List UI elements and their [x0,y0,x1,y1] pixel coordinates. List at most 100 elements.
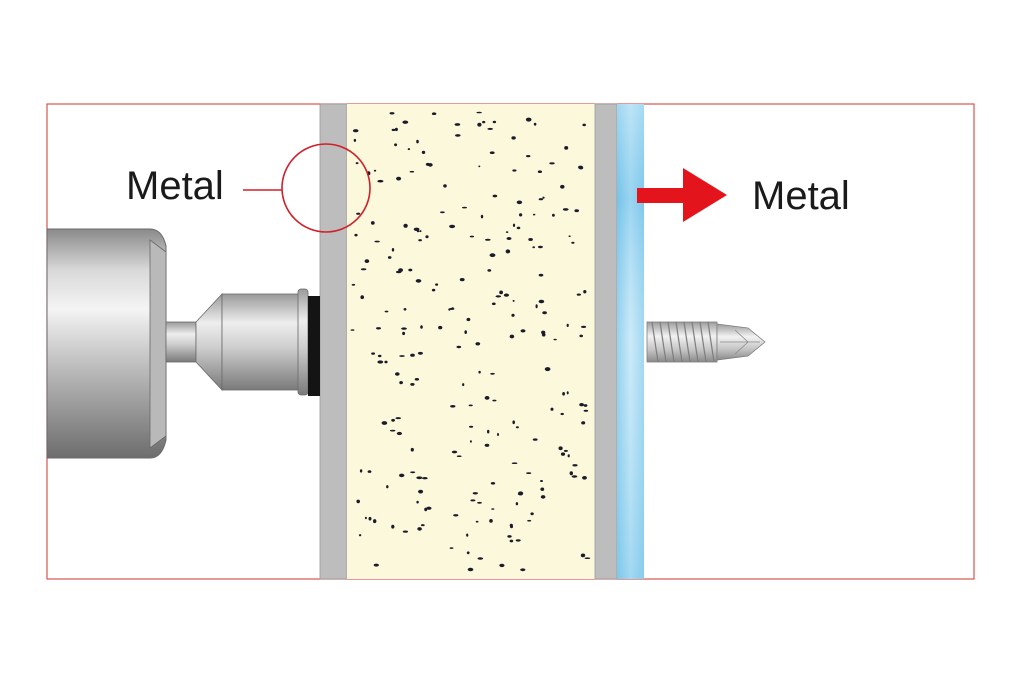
speckle [419,230,422,233]
insulation-speckles [350,111,591,572]
speckle [417,527,422,531]
speckle [511,313,515,317]
speckle [560,184,565,189]
speckle [395,372,400,376]
speckle [450,405,456,408]
speckle [505,249,511,254]
speckle [511,136,516,140]
speckle [418,239,422,242]
speckle [410,383,415,386]
speckle [391,128,396,132]
speckle [562,392,565,396]
speckle [535,304,538,309]
right-material-label: Metal [752,174,850,218]
self-drilling-screw-icon [646,321,766,363]
speckle [515,426,519,429]
speckle [512,420,515,425]
speckle [453,514,459,517]
speckle [505,231,509,234]
speckle [408,268,413,272]
speckle [511,462,518,465]
speckle [477,122,482,127]
screw-thread [683,321,691,363]
speckle [435,283,439,286]
speckle [469,235,475,238]
speckle [477,501,482,504]
speckle [416,476,423,480]
speckle [583,290,587,294]
speckle [373,563,379,567]
speckle [475,520,479,523]
speckle [569,471,573,476]
speckle [526,155,531,158]
speckle [537,170,543,173]
speckle [420,524,425,527]
speckle [420,325,423,329]
speckle [469,425,474,428]
speckle [431,112,437,115]
speckle [377,354,382,358]
speckle [364,516,367,520]
speckle [582,476,587,480]
speckle [449,224,456,229]
speckle [449,547,454,549]
speckle [359,469,363,473]
left-material-label: Metal [126,164,224,208]
speckle [541,332,546,337]
glass-layer-sheen [617,104,644,579]
speckle [567,454,570,458]
speckle [403,223,408,228]
speckle [527,519,532,522]
speckle [398,268,403,272]
speckle [440,211,445,214]
speckle [482,120,486,124]
speckle [515,502,519,506]
speckle [431,288,436,292]
speckle [489,253,496,258]
speckle [396,431,402,436]
speckle [472,492,478,495]
speckle [542,196,545,199]
speckle [377,360,384,364]
screw-thread [707,321,715,363]
speckle [462,206,467,209]
speckle [381,421,388,425]
speckle [389,112,395,115]
speckle [520,329,526,333]
speckle [499,563,505,568]
speckle [414,378,420,381]
speckle [418,489,424,494]
speckle [370,221,375,225]
speckle [560,412,564,416]
speckle [459,278,465,282]
speckle [368,516,372,521]
speckle [462,383,465,387]
speckle [487,127,494,130]
speckle [495,295,502,298]
speckle [425,235,429,239]
speckle [566,323,569,327]
screw-thread [651,321,659,363]
speckle [354,233,358,237]
speckle [533,122,537,126]
speckle [364,259,370,263]
speckle [396,176,402,181]
speckle [426,506,432,510]
speckle [470,499,476,502]
speckle [503,293,509,297]
screw-thread [675,321,683,363]
speckle [402,530,408,533]
speckle [377,179,384,183]
speckle [489,151,495,154]
speckle [395,417,401,420]
speckle [391,418,395,422]
speckle [456,345,462,349]
speckle [509,539,514,543]
speckle [581,325,587,328]
speckle [358,534,362,537]
speckle [384,360,388,364]
screw-thread [699,321,707,363]
speckle [571,241,575,244]
speckle [516,200,523,205]
speckle [410,447,414,452]
